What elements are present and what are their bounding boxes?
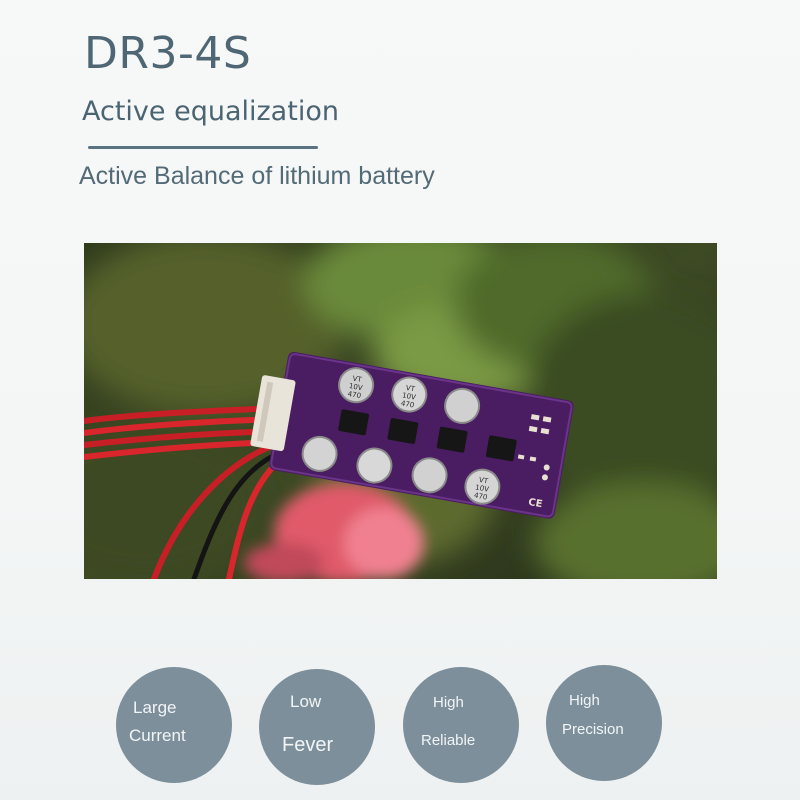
svg-text:VT: VT xyxy=(352,375,363,385)
feature-badge-large-current: Large Current xyxy=(116,667,232,783)
feature-badge-line1: Low xyxy=(290,692,322,711)
title-divider xyxy=(88,146,318,149)
svg-text:470: 470 xyxy=(347,390,362,400)
svg-text:10V: 10V xyxy=(475,483,490,493)
feature-badge-high-precision: High Precision xyxy=(546,665,662,781)
feature-badge-line2: Precision xyxy=(562,721,624,738)
ce-mark: CE xyxy=(527,497,543,510)
feature-badge-high-reliable: High Reliable xyxy=(403,667,519,783)
background-flower xyxy=(244,483,424,579)
feature-badge-line2: Reliable xyxy=(421,732,476,749)
svg-text:10V: 10V xyxy=(401,391,416,401)
svg-text:10V: 10V xyxy=(348,382,363,392)
feature-badge-line1: Large xyxy=(133,698,177,717)
svg-text:470: 470 xyxy=(400,399,415,409)
svg-text:470: 470 xyxy=(473,491,488,501)
feature-badge-line1: High xyxy=(433,694,464,711)
product-tagline: Active Balance of lithium battery xyxy=(79,162,435,190)
product-photo-svg: VT 10V 470 VT 10V 470 VT 10V 470 xyxy=(84,243,717,579)
feature-badge-low-fever: Low Fever xyxy=(259,669,375,785)
product-subtitle: Active equalization xyxy=(82,96,339,127)
feature-badge-line2: Fever xyxy=(282,734,334,756)
svg-text:VT: VT xyxy=(405,384,416,394)
feature-badge-line2: Current xyxy=(129,726,186,745)
pcb-board: VT 10V 470 VT 10V 470 VT 10V 470 xyxy=(250,351,574,519)
svg-text:VT: VT xyxy=(478,476,489,486)
feature-badge-line1: High xyxy=(569,692,600,709)
product-photo: VT 10V 470 VT 10V 470 VT 10V 470 xyxy=(84,243,717,579)
background-foliage xyxy=(84,243,717,579)
product-title: DR3-4S xyxy=(84,28,252,79)
